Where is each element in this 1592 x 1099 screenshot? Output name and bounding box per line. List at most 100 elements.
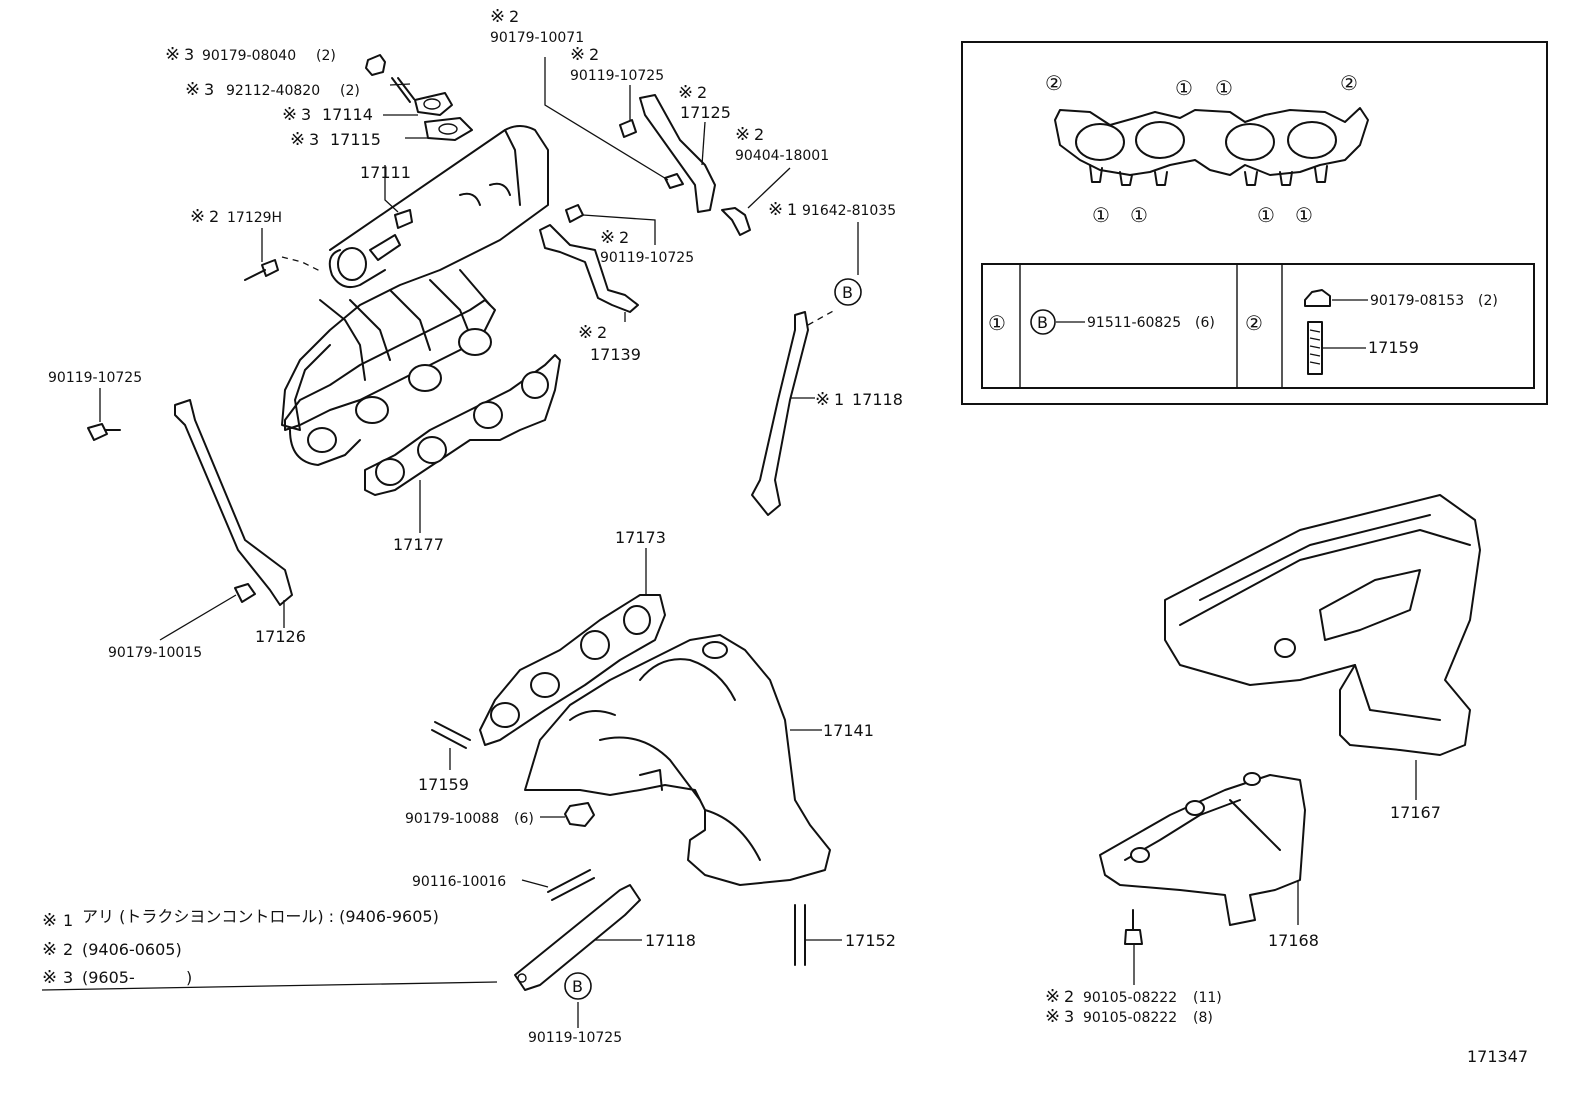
label-17152: 17152 <box>845 931 896 950</box>
svg-text:※: ※ <box>1045 1006 1060 1027</box>
heat-insulator-17168 <box>1099 772 1306 926</box>
svg-text:※: ※ <box>815 389 830 410</box>
svg-text:2: 2 <box>63 940 73 959</box>
sensor-90404-18001 <box>721 207 751 236</box>
label-17177: 17177 <box>393 535 444 554</box>
svg-text:※: ※ <box>570 44 585 65</box>
diagram-id: 171347 <box>1467 1047 1528 1066</box>
label-90116-10016: 90116-10016 <box>412 874 506 890</box>
marker-c1-bottom-d: ① <box>1295 203 1313 227</box>
gasket-17114 <box>414 92 453 116</box>
label-17141: 17141 <box>823 721 874 740</box>
label-17111: 17111 <box>360 163 411 182</box>
svg-text:※: ※ <box>578 322 593 343</box>
svg-text:(2): (2) <box>316 48 336 64</box>
bolt-90179-10071 <box>664 173 684 189</box>
sensor-17129h <box>244 256 323 281</box>
svg-text:※: ※ <box>282 104 297 125</box>
gasket-17115 <box>424 117 473 141</box>
svg-text:(11): (11) <box>1193 990 1222 1006</box>
leader-lines <box>41 57 1417 1028</box>
label-17159-inset: 17159 <box>1368 338 1419 357</box>
svg-text:3: 3 <box>309 130 319 149</box>
stud-90116-10016 <box>547 869 595 901</box>
svg-text:3: 3 <box>63 968 73 987</box>
svg-text:2: 2 <box>597 323 607 342</box>
bracket-17125 <box>639 94 716 213</box>
svg-text:(6): (6) <box>1195 315 1215 331</box>
svg-text:2: 2 <box>1064 987 1074 1006</box>
svg-text:2: 2 <box>619 228 629 247</box>
svg-text:※: ※ <box>190 206 205 227</box>
svg-text:※: ※ <box>490 6 505 27</box>
label-91642-81035: 91642-81035 <box>802 203 896 219</box>
label-90105-08222-b: 90105-08222 <box>1083 1010 1177 1026</box>
svg-text:(2): (2) <box>340 83 360 99</box>
svg-text:1: 1 <box>787 200 797 219</box>
label-17115: 17115 <box>330 130 381 149</box>
label-17159-lower: 17159 <box>418 775 469 794</box>
svg-text:(8): (8) <box>1193 1010 1213 1026</box>
part-labels: ※ 3 90179-08040 (2) ※ 3 92112-40820 (2) … <box>48 6 1528 1066</box>
table-c2: ② <box>1245 311 1263 335</box>
gasket-17173 <box>479 594 666 746</box>
legend-line-3a: (9605- <box>82 968 135 987</box>
svg-text:2: 2 <box>209 207 219 226</box>
stud-92112-40820 <box>391 77 415 103</box>
svg-text:1: 1 <box>834 390 844 409</box>
svg-text:(2): (2) <box>1478 293 1498 309</box>
label-90179-08153: 90179-08153 <box>1370 293 1464 309</box>
bolt-90119-10725-left <box>87 423 121 441</box>
legend-notes: ※ 1 アリ (トラクシヨンコントロール) : (9406-9605) ※ 2 … <box>42 907 439 988</box>
ref-b-upper <box>834 278 862 306</box>
svg-text:(6): (6) <box>514 811 534 827</box>
label-90119-10725-top: 90119-10725 <box>570 68 664 84</box>
bolt-90119-10725-top <box>619 119 637 138</box>
svg-text:※: ※ <box>600 227 615 248</box>
marker-c2-right: ② <box>1340 71 1358 95</box>
svg-text:※: ※ <box>42 910 57 931</box>
svg-text:※: ※ <box>42 967 57 988</box>
label-90179-10088: 90179-10088 <box>405 811 499 827</box>
stay-17126 <box>174 399 293 606</box>
heat-insulator-17167 <box>1164 494 1481 756</box>
svg-text:※: ※ <box>290 129 305 150</box>
svg-text:※: ※ <box>42 939 57 960</box>
label-90119-10725-bottom: 90119-10725 <box>528 1030 622 1046</box>
marker-c1-bottom-b: ① <box>1130 203 1148 227</box>
label-91511-60825: 91511-60825 <box>1087 315 1181 331</box>
svg-text:2: 2 <box>754 125 764 144</box>
svg-text:3: 3 <box>1064 1007 1074 1026</box>
label-92112-40820: 92112-40820 <box>226 83 320 99</box>
label-90179-08040: 90179-08040 <box>202 48 296 64</box>
legend-line-1: アリ (トラクシヨンコントロール) : (9406-9605) <box>82 907 439 926</box>
marker-c1-top-a: ① <box>1175 76 1193 100</box>
label-90119-10725-mid: 90119-10725 <box>600 250 694 266</box>
label-90105-08222-a: 90105-08222 <box>1083 990 1177 1006</box>
label-17114: 17114 <box>322 105 373 124</box>
note-mark-3: ※ <box>165 44 180 65</box>
bolt-90119-10725-mid <box>565 204 584 223</box>
gasket-detail-inset: ② ① ① ② ① ① ① ① ① B 91511-60825 (6) ② 90… <box>961 41 1548 405</box>
svg-text:※: ※ <box>735 124 750 145</box>
stay-17139 <box>539 224 639 313</box>
label-90404-18001: 90404-18001 <box>735 148 829 164</box>
exhaust-pipe-17141 <box>524 634 831 886</box>
label-17129h: 17129H <box>227 210 282 226</box>
svg-text:※: ※ <box>768 199 783 220</box>
stud-17152 <box>794 904 806 966</box>
table-c1: ① <box>988 311 1006 335</box>
stay-17118-upper <box>751 309 836 516</box>
svg-text:B: B <box>842 283 853 302</box>
stud-17159-lower <box>431 721 471 749</box>
ref-b-lower <box>564 972 592 1000</box>
label-17168: 17168 <box>1268 931 1319 950</box>
label-17167: 17167 <box>1390 803 1441 822</box>
label-17118-upper: 17118 <box>852 390 903 409</box>
bolt-90105-08222 <box>1124 909 1143 945</box>
nut-90179-10088 <box>564 802 595 827</box>
svg-text:※: ※ <box>1045 986 1060 1007</box>
label-17125: 17125 <box>680 103 731 122</box>
marker-c2-left: ② <box>1045 71 1063 95</box>
